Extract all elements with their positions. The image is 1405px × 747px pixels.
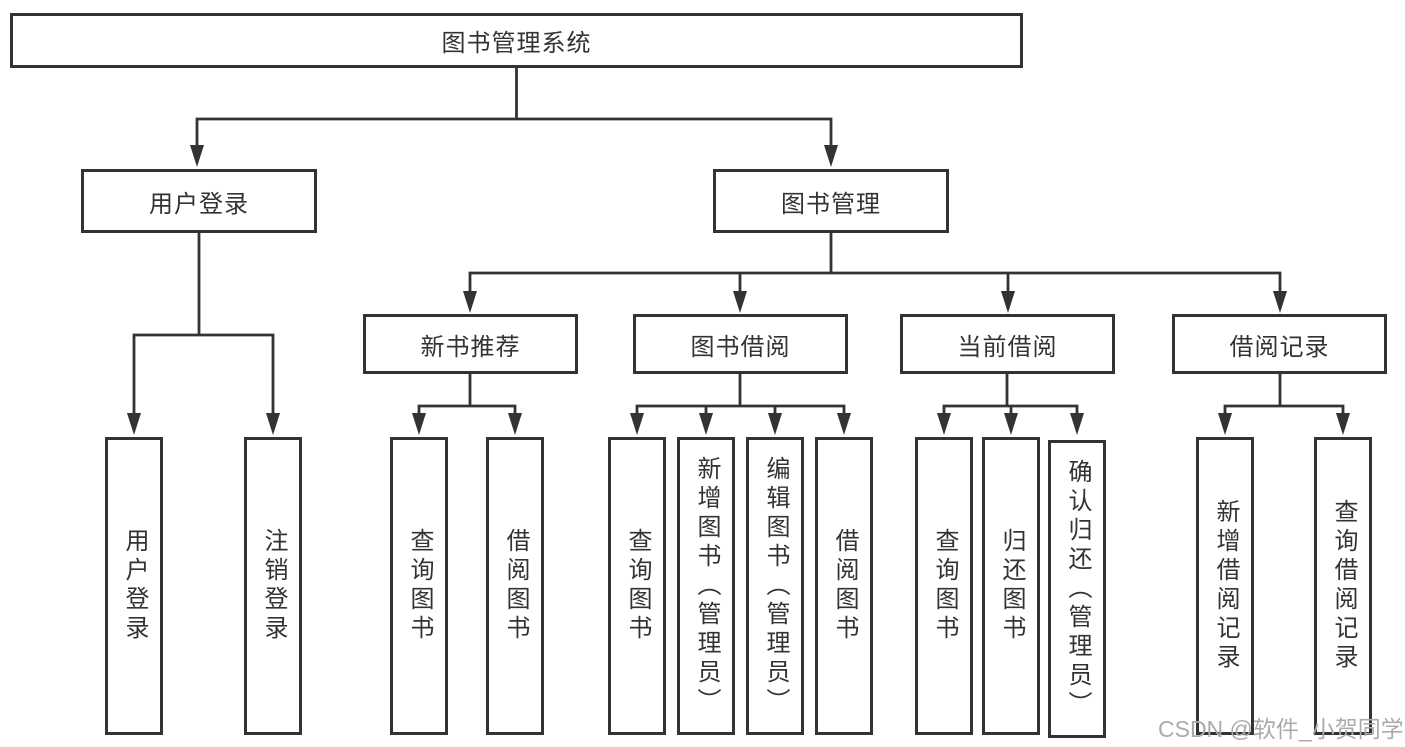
leaf-add-book-admin-label: 新增图书（管理员） [693, 455, 720, 717]
arrow-down-icon [1273, 291, 1287, 313]
leaf-logout-label: 注销登录 [260, 528, 287, 644]
node-book-management: 图书管理 [713, 169, 949, 233]
leaf-query-borrow-record: 查询借阅记录 [1314, 437, 1372, 735]
arrow-down-icon [768, 413, 782, 435]
arrow-down-icon [824, 145, 838, 167]
node-user-login: 用户登录 [81, 169, 317, 233]
leaf-edit-book-admin: 编辑图书（管理员） [746, 437, 804, 735]
arrow-down-icon [127, 413, 141, 435]
leaf-query-borrow-record-label: 查询借阅记录 [1330, 499, 1357, 673]
leaf-query-books-current-label: 查询图书 [931, 528, 958, 644]
leaf-return-books-label: 归还图书 [998, 528, 1025, 644]
arrow-down-icon [630, 413, 644, 435]
arrow-down-icon [1070, 413, 1084, 435]
arrow-down-icon [837, 413, 851, 435]
leaf-borrow-books-recommend-label: 借阅图书 [502, 528, 529, 644]
node-current-borrowing-label: 当前借阅 [957, 333, 1058, 361]
node-book-borrowing-label: 图书借阅 [690, 333, 791, 361]
leaf-add-borrow-record-label: 新增借阅记录 [1212, 499, 1239, 673]
node-new-book-recommend: 新书推荐 [363, 314, 578, 374]
leaf-borrow-books-borrowing: 借阅图书 [815, 437, 873, 735]
arrow-down-icon [463, 291, 477, 313]
arrow-down-icon [733, 291, 747, 313]
node-borrowing-records-label: 借阅记录 [1229, 333, 1330, 361]
arrowheads [127, 145, 1350, 435]
node-new-book-recommend-label: 新书推荐 [420, 333, 521, 361]
connector-lines [132, 66, 1345, 417]
node-current-borrowing: 当前借阅 [900, 314, 1115, 374]
leaf-user-login: 用户登录 [105, 437, 163, 735]
leaf-user-login-label: 用户登录 [121, 528, 148, 644]
node-root: 图书管理系统 [10, 13, 1023, 68]
leaf-return-books: 归还图书 [982, 437, 1040, 735]
leaf-add-book-admin: 新增图书（管理员） [677, 437, 735, 735]
node-book-borrowing: 图书借阅 [633, 314, 848, 374]
node-book-management-label: 图书管理 [781, 190, 881, 218]
leaf-query-books-recommend: 查询图书 [390, 437, 448, 735]
node-root-label: 图书管理系统 [441, 30, 592, 57]
leaf-borrow-books-recommend: 借阅图书 [486, 437, 544, 735]
leaf-query-books-current: 查询图书 [915, 437, 973, 735]
watermark: CSDN @软件_小贺同学 [1158, 716, 1404, 742]
leaf-query-books-borrowing: 查询图书 [608, 437, 666, 735]
arrow-down-icon [1336, 413, 1350, 435]
arrow-down-icon [508, 413, 522, 435]
leaf-logout: 注销登录 [244, 437, 302, 735]
arrow-down-icon [1218, 413, 1232, 435]
node-borrowing-records: 借阅记录 [1172, 314, 1387, 374]
leaf-add-borrow-record: 新增借阅记录 [1196, 437, 1254, 735]
arrow-down-icon [412, 413, 426, 435]
arrow-down-icon [266, 413, 280, 435]
arrow-down-icon [190, 145, 204, 167]
arrow-down-icon [1001, 291, 1015, 313]
leaf-edit-book-admin-label: 编辑图书（管理员） [762, 455, 789, 717]
leaf-confirm-return-admin-label: 确认归还（管理员） [1064, 458, 1091, 720]
node-user-login-label: 用户登录 [149, 190, 249, 218]
arrow-down-icon [1004, 413, 1018, 435]
leaf-borrow-books-borrowing-label: 借阅图书 [831, 528, 858, 644]
leaf-query-books-borrowing-label: 查询图书 [624, 528, 651, 644]
leaf-query-books-recommend-label: 查询图书 [406, 528, 433, 644]
leaf-confirm-return-admin: 确认归还（管理员） [1048, 440, 1106, 738]
arrow-down-icon [699, 413, 713, 435]
arrow-down-icon [937, 413, 951, 435]
